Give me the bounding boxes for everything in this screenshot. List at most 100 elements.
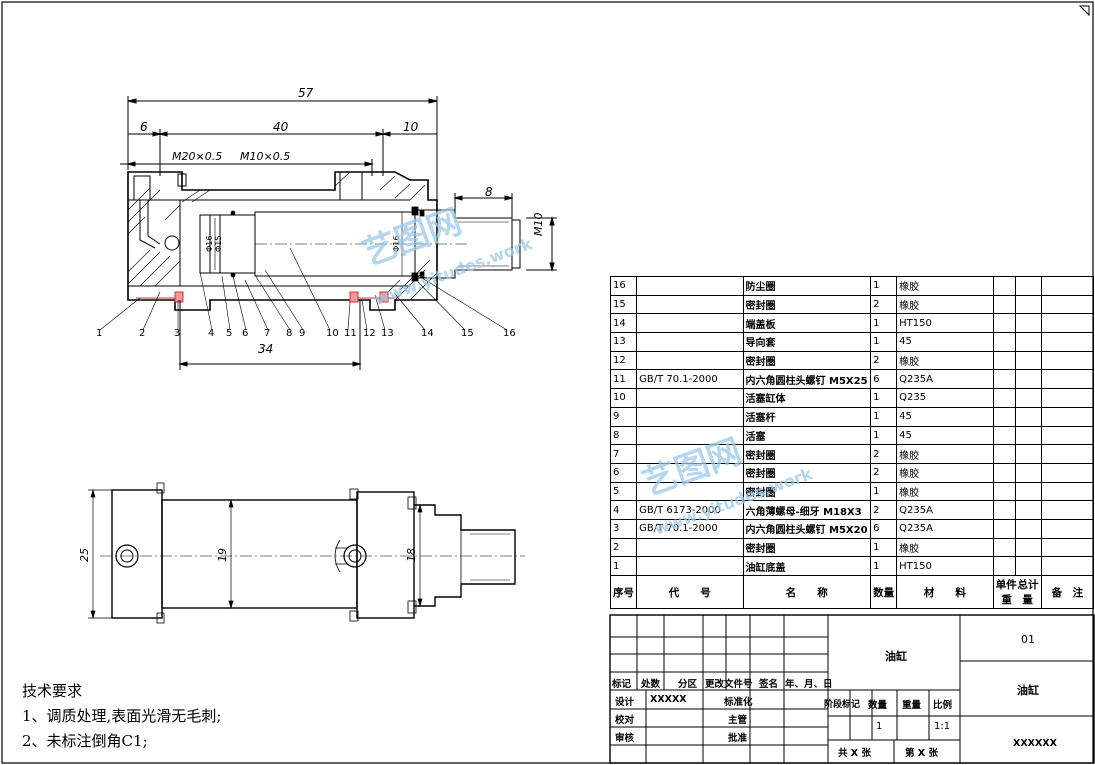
balloon-8: 8	[286, 328, 293, 339]
bom-empty	[1014, 276, 1042, 296]
balloon-2: 2	[139, 328, 146, 339]
bom-code	[636, 313, 744, 334]
bom-empty	[992, 406, 1016, 427]
dim-6: 6	[140, 120, 148, 134]
bom-empty	[1014, 462, 1042, 483]
bom-empty	[992, 537, 1016, 558]
bom-empty	[1040, 388, 1095, 408]
thread-m20: M20×0.5	[172, 150, 223, 163]
rev-header-date: 年、月、日	[785, 679, 833, 690]
balloon-4: 4	[208, 328, 215, 339]
balloon-11: 11	[344, 328, 357, 339]
balloon-16: 16	[503, 328, 516, 339]
tech-line-2: 2、未标注倒角C1;	[22, 732, 148, 750]
bom-no: 6	[609, 462, 638, 483]
chief-label: 主管	[728, 715, 748, 726]
bom-empty	[992, 444, 1016, 464]
balloon-1: 1	[96, 328, 103, 339]
bom-empty	[1014, 332, 1042, 352]
bom-header-row: 序号代 号名 称数量材 料单件 总计重 量备 注	[609, 575, 1095, 609]
bom-name: 活塞杆	[742, 406, 872, 427]
bom-name: 防尘圈	[742, 276, 872, 296]
bom-code	[636, 388, 744, 408]
bom-header-unit: 单件	[995, 579, 1017, 591]
bom-header-note: 备 注	[1040, 575, 1095, 609]
bom-name: 密封圈	[742, 444, 872, 464]
rev-header-mark: 标记	[612, 679, 632, 690]
bom-header-code: 代 号	[636, 575, 744, 609]
rev-header-count: 处数	[641, 679, 661, 690]
dim-18: 18	[405, 548, 418, 562]
bom-material: Q235A	[896, 369, 994, 390]
bom-qty: 1	[870, 537, 898, 558]
bom-header-name: 名 称	[742, 575, 872, 609]
balloon-15: 15	[461, 328, 474, 339]
bom-empty	[1014, 369, 1042, 390]
bom-code	[636, 276, 744, 296]
bom-material: 橡胶	[896, 537, 994, 558]
dim-phi-b: Φ15	[214, 235, 223, 252]
bom-empty	[1014, 388, 1042, 408]
bom-code: GB/T 70.1-2000	[636, 369, 744, 390]
thread-m10x05: M10×0.5	[240, 150, 291, 163]
bom-empty	[1040, 444, 1095, 464]
bom-name: 油缸底盖	[742, 556, 872, 576]
balloon-14: 14	[421, 328, 434, 339]
bom-code	[636, 294, 744, 315]
tech-title: 技术要求	[22, 682, 83, 700]
bom-empty	[1014, 425, 1042, 446]
bom-empty	[1040, 350, 1095, 371]
bom-empty	[1040, 294, 1095, 315]
weight-label: 重量	[902, 700, 922, 711]
bom-name: 密封圈	[742, 294, 872, 315]
balloon-9: 9	[299, 328, 306, 339]
balloon-13: 13	[381, 328, 394, 339]
bom-empty	[1040, 276, 1095, 296]
dim-34: 34	[258, 342, 274, 356]
bom-qty: 1	[870, 388, 898, 408]
qty-value: 1	[876, 721, 883, 732]
bom-empty	[1014, 500, 1042, 520]
bom-empty	[992, 481, 1016, 502]
bom-empty	[1040, 332, 1095, 352]
bom-empty	[1040, 481, 1095, 502]
bom-qty: 1	[870, 406, 898, 427]
bom-empty	[1040, 500, 1095, 520]
bom-empty	[1040, 518, 1095, 539]
dim-phi-a: Φ16	[205, 235, 214, 252]
bom-empty	[992, 462, 1016, 483]
bom-qty: 6	[870, 369, 898, 390]
bom-qty: 1	[870, 332, 898, 352]
balloon-5: 5	[226, 328, 233, 339]
bom-empty	[1014, 537, 1042, 558]
bom-no: 5	[609, 481, 638, 502]
bom-name: 导向套	[742, 332, 872, 352]
stage-label: 阶段标记	[824, 700, 861, 710]
bom-name: 活塞	[742, 425, 872, 446]
bom-qty: 1	[870, 276, 898, 296]
bom-header-weight: 单件 总计重 量	[992, 575, 1042, 609]
balloon-10: 10	[326, 328, 339, 339]
corner-mark	[1078, 5, 1090, 17]
tech-line-1: 1、调质处理,表面光滑无毛刺;	[22, 707, 222, 725]
bom-no: 16	[609, 276, 638, 296]
bom-no: 4	[609, 500, 638, 520]
bom-name: 活塞缸体	[742, 388, 872, 408]
bom-name: 六角薄螺母-细牙 M18X3	[742, 500, 872, 520]
bom-empty	[1040, 369, 1095, 390]
bom-name: 内六角圆柱头螺钉 M5X20	[742, 518, 872, 539]
bom-empty	[992, 332, 1016, 352]
bom-empty	[992, 518, 1016, 539]
design-name: XXXXX	[650, 694, 687, 705]
bom-no: 11	[609, 369, 638, 390]
approve-label: 批准	[728, 733, 748, 744]
bom-empty	[992, 388, 1016, 408]
